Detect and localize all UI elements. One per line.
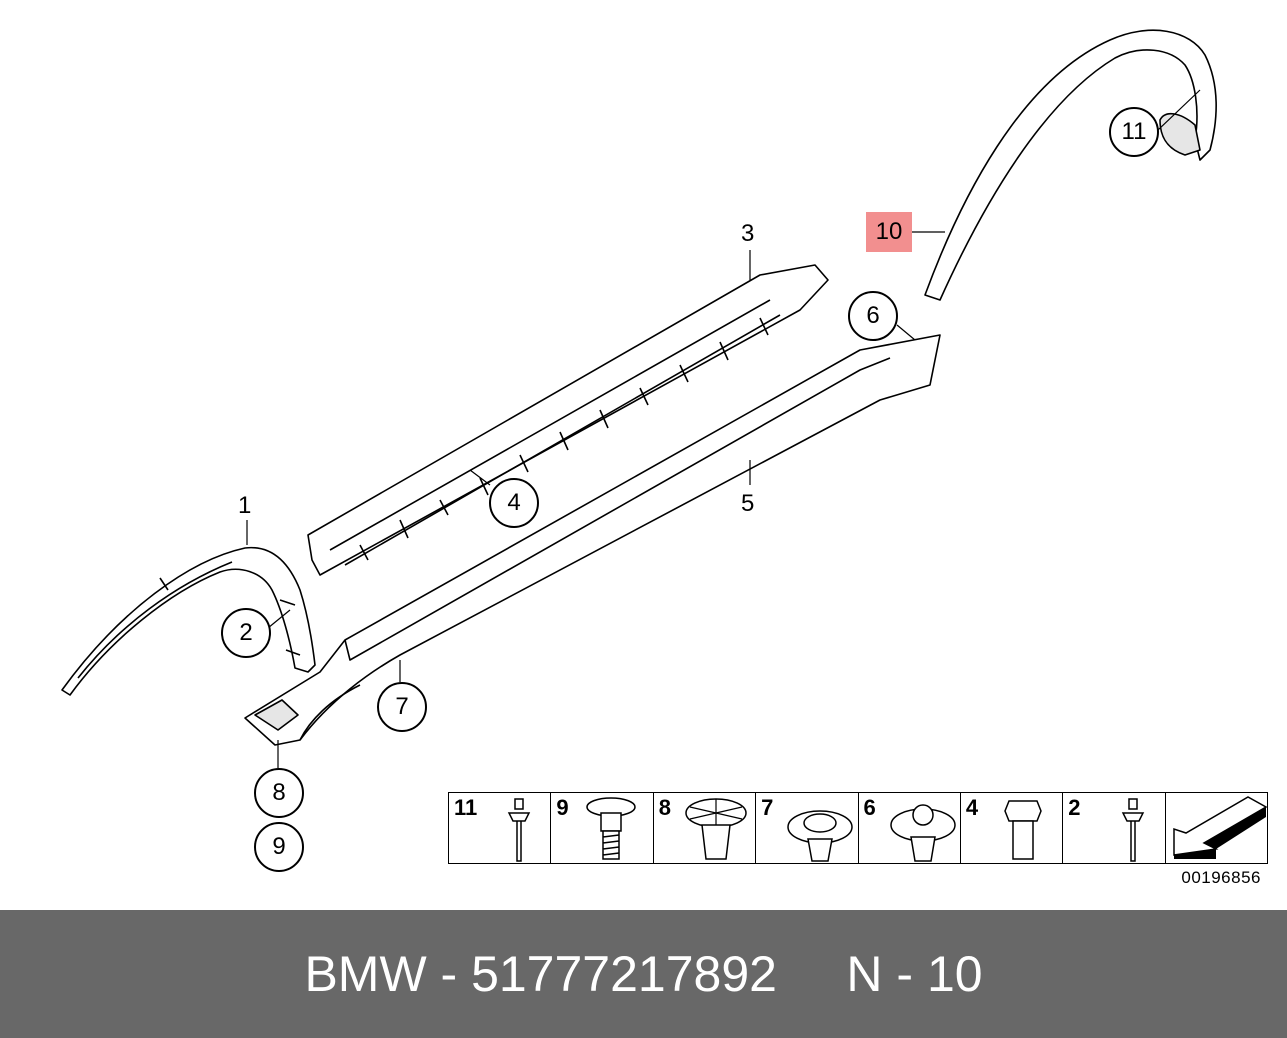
callout-2: 2 [221, 608, 271, 658]
footer-bar: BMW - 51777217892 N - 10 [0, 910, 1287, 1038]
part-number: 2 [1068, 795, 1081, 820]
part-number: 9 [556, 795, 569, 820]
part-cell-2: 2 [1063, 793, 1166, 863]
part-number: 6 [863, 795, 876, 820]
callout-6: 6 [848, 291, 898, 341]
callout-1: 1 [238, 492, 252, 519]
diagram-id: 00196856 [1181, 868, 1261, 887]
part-cell-direction [1166, 793, 1268, 863]
callout-7: 7 [377, 682, 427, 732]
push-clip-icon [787, 810, 853, 862]
callout-3: 3 [741, 220, 755, 247]
screw-grommet-icon [586, 797, 637, 860]
callout-11: 11 [1109, 107, 1159, 157]
rear-wheel-arch-trim [924, 29, 1217, 301]
fastener-parts-table: 11 9 8 7 [448, 792, 1268, 864]
part-number: 8 [658, 795, 671, 820]
part-number-caption: BMW - 51777217892 N - 10 [304, 946, 983, 1002]
expanding-clip-icon [685, 798, 747, 860]
callout-10-highlighted: 10 [866, 212, 912, 252]
parts-diagram: 1 2 3 4 5 6 7 8 9 10 11 11 9 8 [61, 29, 1268, 887]
blind-rivet-icon [1122, 798, 1145, 862]
hex-bolt-icon [1004, 800, 1042, 860]
part-cell-7: 7 [756, 793, 859, 863]
side-skirt [244, 334, 941, 746]
callout-9: 9 [254, 822, 304, 872]
part-cell-9: 9 [551, 793, 654, 863]
sill-inner-bracket [307, 264, 829, 576]
callout-5: 5 [741, 490, 755, 517]
part-cell-4: 4 [961, 793, 1064, 863]
part-cell-6: 6 [859, 793, 961, 863]
part-number: 4 [965, 795, 979, 820]
callout-4: 4 [489, 478, 539, 528]
direction-arrow-icon [1172, 796, 1268, 859]
blind-rivet-icon [507, 798, 531, 862]
part-number: 7 [761, 795, 774, 820]
part-cell-11: 11 [449, 793, 552, 863]
part-cell-8: 8 [654, 793, 757, 863]
part-number: 11 [454, 795, 478, 820]
push-clip-icon [889, 804, 956, 862]
front-wheel-arch-trim [61, 546, 316, 696]
parts-drawing [61, 29, 1217, 768]
callout-8: 8 [254, 768, 304, 818]
